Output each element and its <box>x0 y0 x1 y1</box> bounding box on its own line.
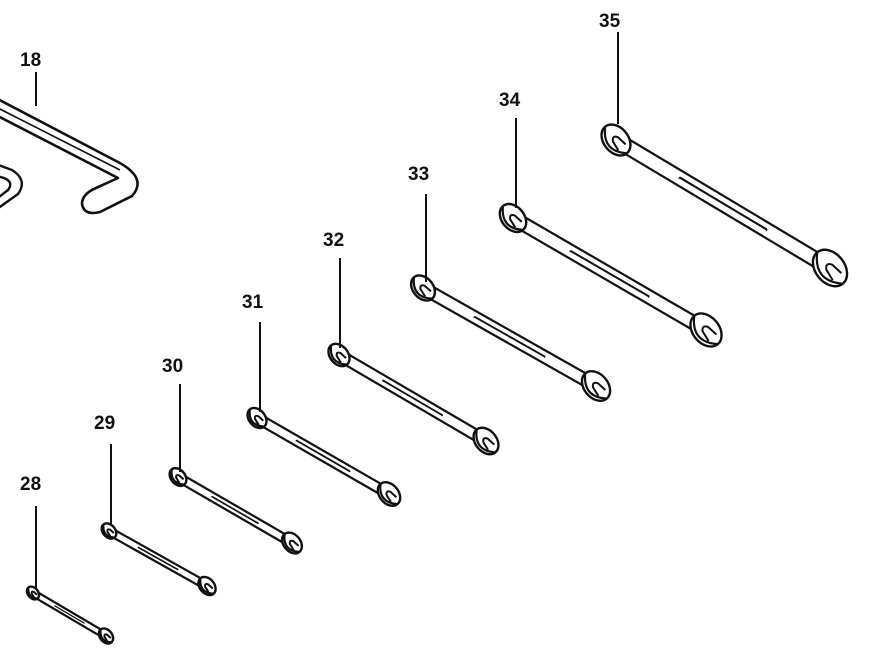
wrench-35 <box>600 123 849 288</box>
wrench-31 <box>246 406 402 508</box>
callout-label-30: 30 <box>162 356 183 377</box>
callout-label-33: 33 <box>408 164 429 185</box>
callout-label-29: 29 <box>94 413 115 434</box>
wrench-29 <box>100 522 217 597</box>
callout-group: 18 28 29 30 31 32 33 34 35 <box>20 11 621 590</box>
hex-key-18 <box>0 98 139 215</box>
wrench-28 <box>25 585 115 645</box>
callout-label-28: 28 <box>20 474 41 495</box>
wrench-group <box>25 123 849 645</box>
wrench-32 <box>327 342 500 456</box>
callout-label-34: 34 <box>499 90 521 111</box>
wrench-34 <box>498 202 723 348</box>
wrench-33 <box>409 274 612 402</box>
callout-label-32: 32 <box>323 230 344 251</box>
wrench-30 <box>168 466 304 555</box>
callout-label-35: 35 <box>599 11 621 32</box>
callout-label-18: 18 <box>20 50 41 71</box>
callout-label-31: 31 <box>242 292 264 313</box>
